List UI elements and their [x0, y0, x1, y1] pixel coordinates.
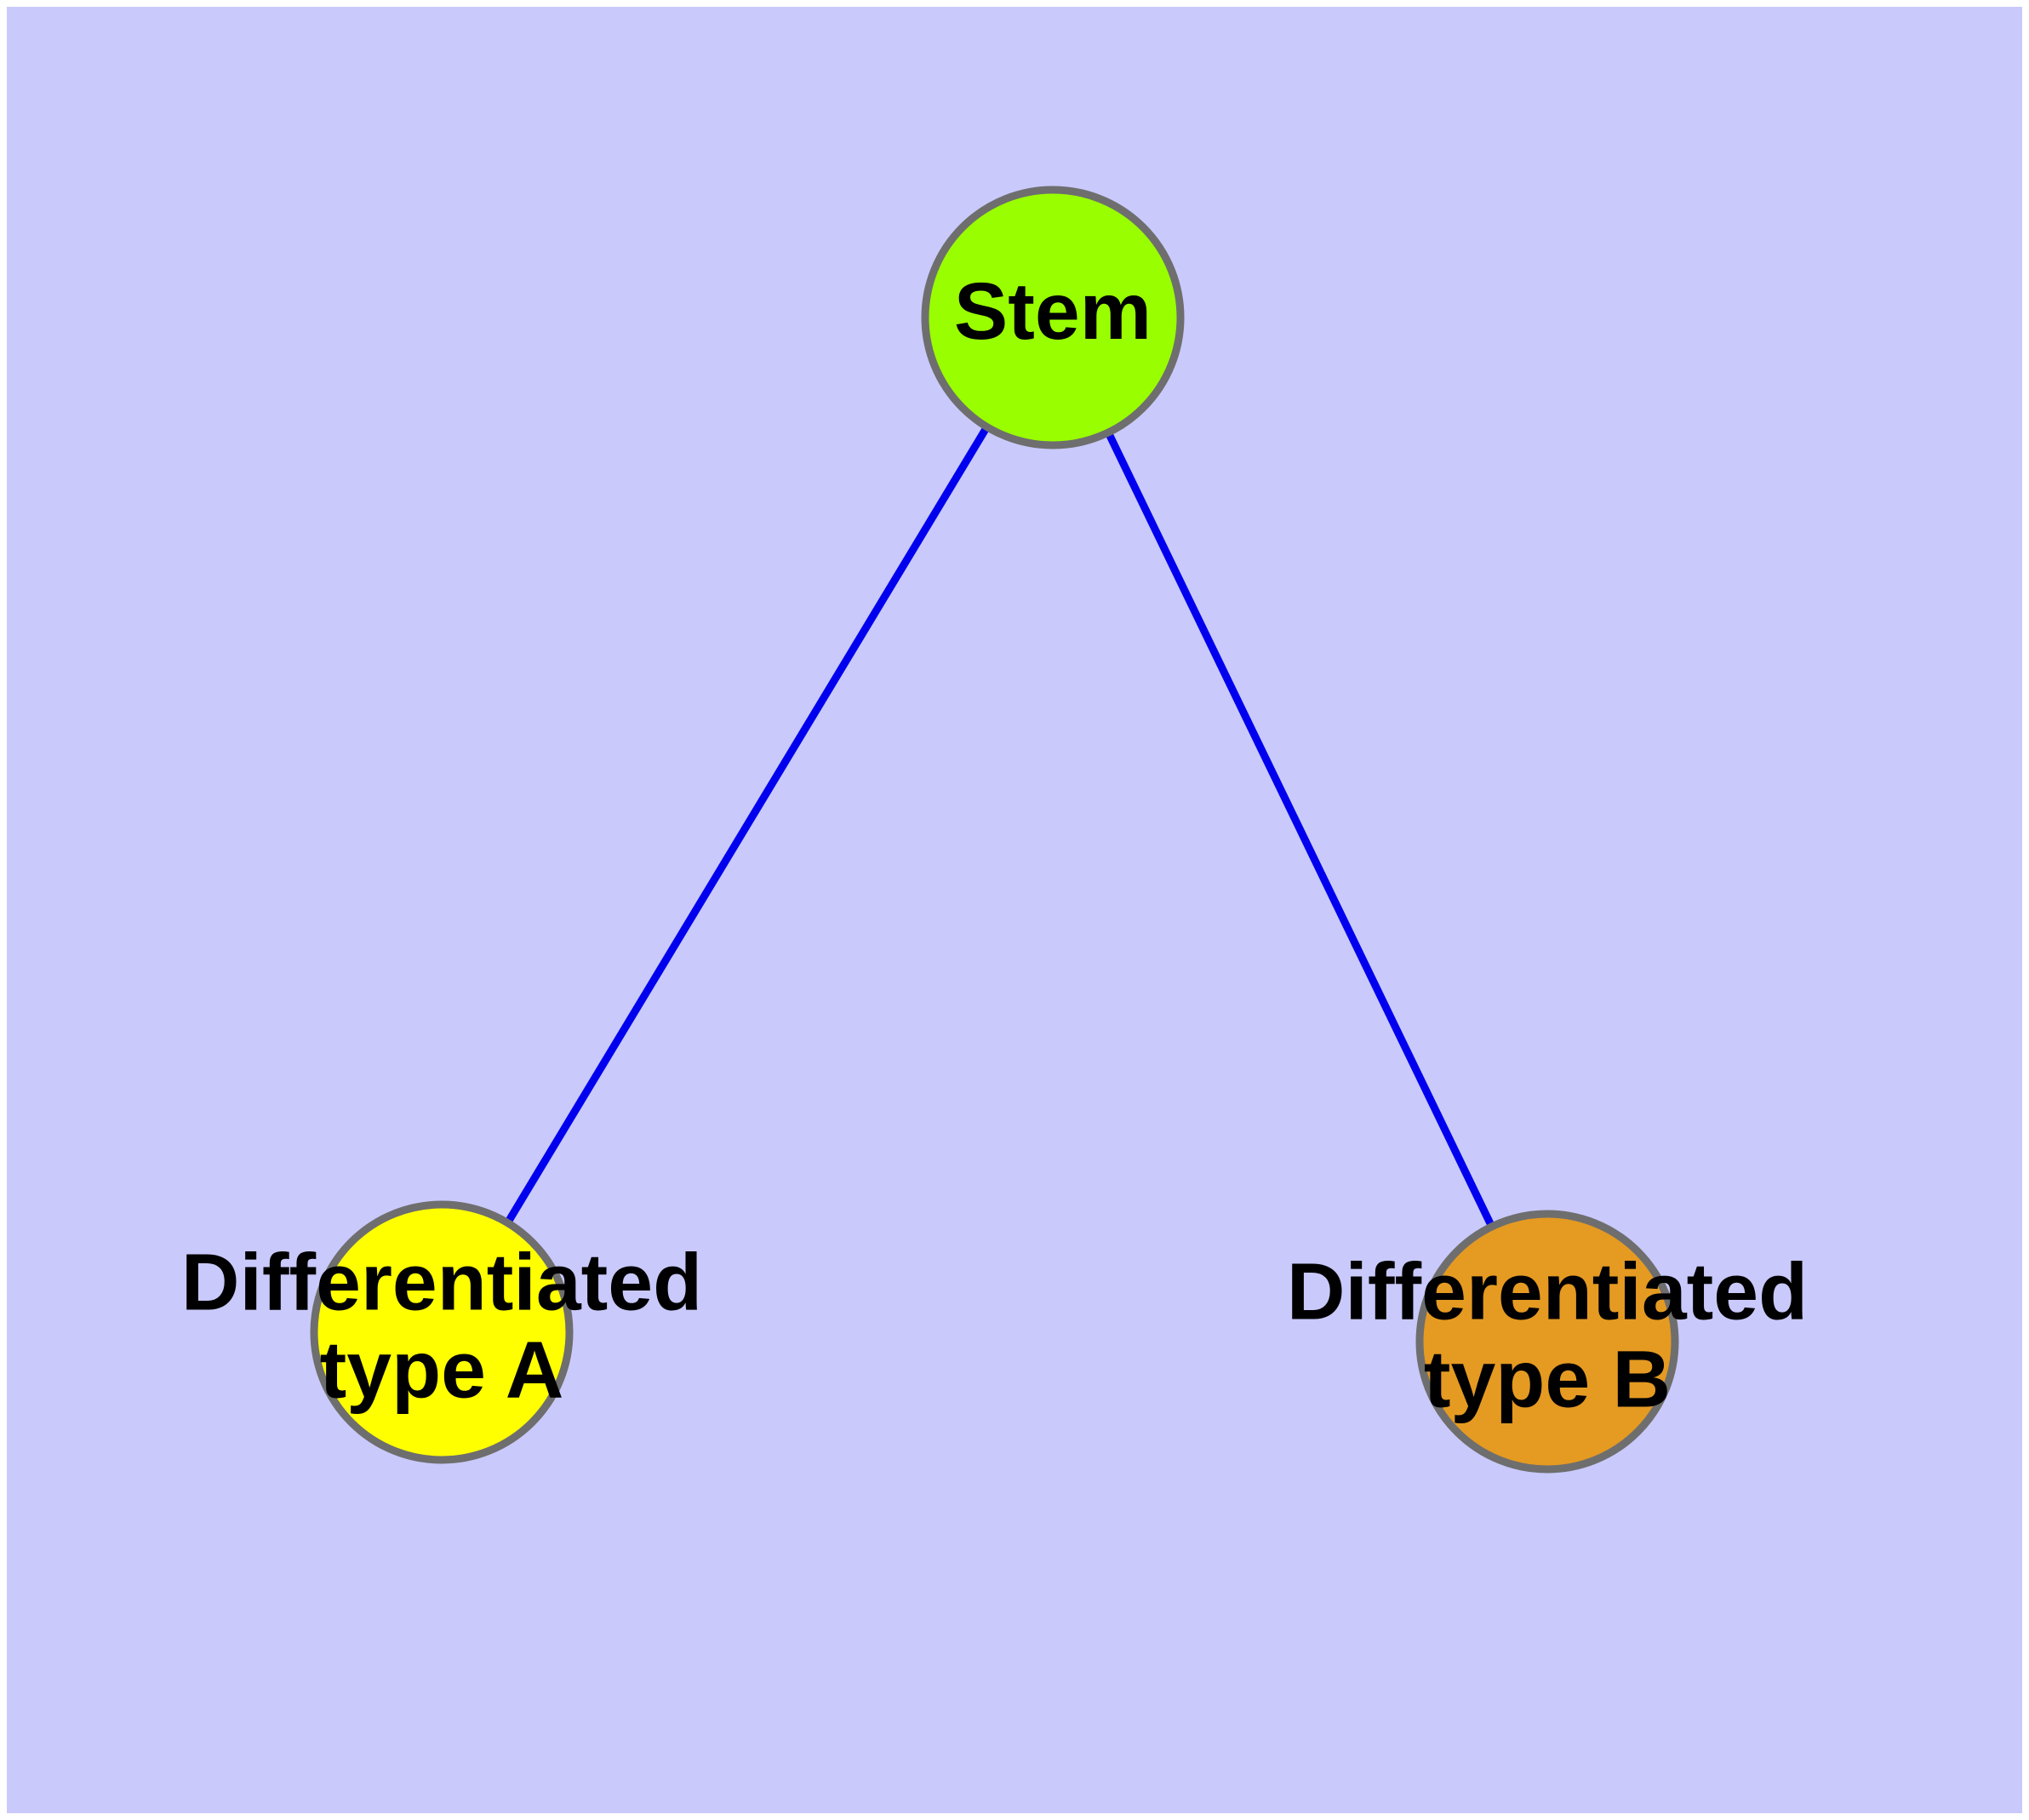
- node-differentiated-type-a-circle[interactable]: [310, 1200, 574, 1464]
- edge-stem-to-differentiated-type-b[interactable]: [1105, 431, 1495, 1228]
- node-differentiated-type-b-circle[interactable]: [1415, 1210, 1679, 1474]
- node-stem-circle[interactable]: [921, 186, 1185, 449]
- edge-stem-to-differentiated-type-a[interactable]: [504, 425, 991, 1225]
- edge-layer: [504, 425, 1495, 1228]
- node-stem-label: Stem: [954, 266, 1152, 357]
- node-stem[interactable]: Stem: [921, 186, 1185, 449]
